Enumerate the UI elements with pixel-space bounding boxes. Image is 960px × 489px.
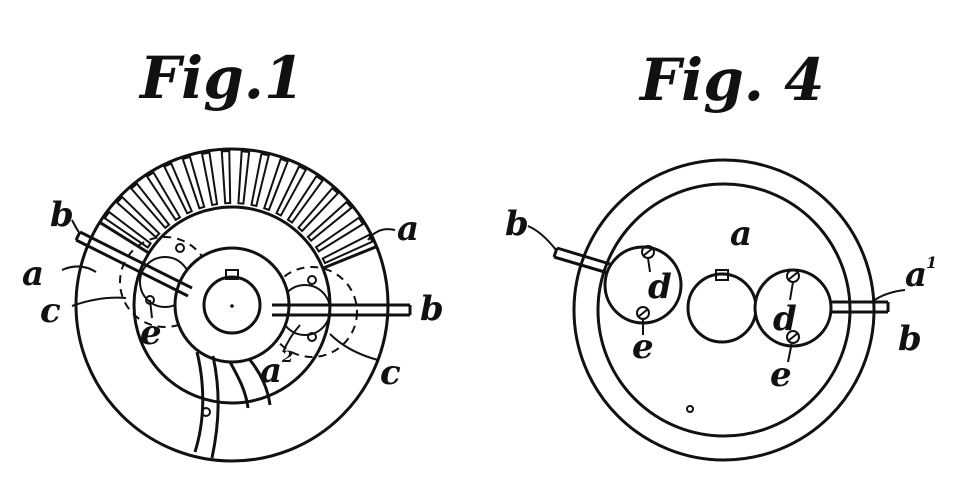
fig4-label-b-right: b	[898, 319, 922, 359]
fan-vane-11	[275, 165, 308, 217]
fig1-keyway	[225, 269, 239, 280]
fig4-center-bore	[686, 272, 758, 344]
fig1-support-arm-right	[228, 359, 272, 409]
fan-vane-10	[262, 157, 290, 212]
fig1-hub-center-dot	[230, 304, 234, 308]
fig1-leader-e	[149, 299, 153, 319]
fan-vane-4	[163, 162, 194, 215]
fig1-label-c-right: c	[380, 353, 401, 393]
figure-1: Fig.1	[22, 44, 444, 463]
fig1-pivot-dot	[201, 407, 211, 417]
fig4-label-e-right: e	[770, 355, 792, 395]
fig1-leader-c-right	[329, 333, 379, 361]
fig1-bolt-4	[307, 332, 317, 342]
fig1-label-a-right: a	[397, 209, 419, 249]
fig4-leader-a1	[869, 289, 906, 304]
fig4-label-a1: a	[905, 255, 927, 295]
fan-vane-12	[286, 174, 325, 224]
figure-4-title: Fig. 4	[638, 46, 825, 114]
fig4-outer-ring	[572, 158, 876, 462]
fig1-vane-fan	[98, 149, 378, 270]
fig4-screw-4	[786, 330, 800, 344]
fig1-hub-bore	[202, 275, 262, 335]
fig1-label-b-right: b	[420, 289, 444, 329]
fig4-label-d-right: d	[773, 299, 797, 339]
fig4-small-hole	[686, 405, 694, 413]
fan-boundary-1	[322, 245, 378, 270]
fan-vane-13	[297, 186, 340, 233]
fig1-label-a-left: a	[22, 254, 44, 294]
fig4-label-a1-superscript: 1	[926, 253, 937, 272]
fig4-label-b-left: b	[505, 204, 529, 244]
fan-vane-3	[145, 171, 182, 222]
fig1-label-a2-superscript: 2	[281, 347, 293, 366]
fig4-label-d-left: d	[648, 267, 672, 307]
fig1-leader-c-left	[71, 296, 127, 307]
fan-vane-7	[220, 149, 232, 205]
fan-vane-15	[314, 216, 365, 253]
fig1-label-a2: a	[260, 351, 282, 391]
fig1-support-arm	[193, 351, 220, 459]
fan-boundary-0	[98, 221, 150, 255]
figure-1-title: Fig.1	[138, 44, 304, 112]
fan-vane-6	[200, 151, 219, 207]
fig4-inner-ring	[596, 182, 852, 438]
figure-4: Fig. 4	[505, 46, 937, 462]
fan-vane-0	[103, 210, 153, 249]
fan-vane-5	[181, 155, 206, 210]
fan-vane-14	[306, 200, 353, 243]
fan-vane-1	[115, 195, 161, 239]
fig1-label-e: e	[140, 313, 162, 353]
fig4-label-a-center: a	[730, 214, 752, 254]
fig1-label-c-left: c	[40, 291, 61, 331]
fig1-leader-a2	[282, 324, 301, 353]
fig1-rod-right	[272, 303, 412, 317]
fig1-leader-a-left	[61, 265, 97, 273]
fan-vane-8	[237, 150, 251, 205]
fan-vane-9	[250, 152, 270, 208]
fig1-bolt-3	[307, 275, 317, 285]
fig4-label-e-left: e	[632, 327, 654, 367]
fan-vane-2	[129, 182, 171, 230]
fig4-leader-d-right	[789, 281, 794, 301]
fig4-leader-b-left	[527, 225, 557, 251]
fig1-bolt-1	[175, 243, 185, 253]
fig1-leader-a-right	[367, 228, 396, 241]
fan-vane-16	[321, 233, 374, 265]
fig4-leader-d-left	[647, 257, 651, 273]
fig1-label-b-upper: b	[50, 195, 74, 235]
fig4-leader-e-right	[787, 341, 793, 363]
fig4-rod-right	[831, 300, 890, 314]
fig1-leader-b-upper	[71, 219, 81, 235]
fig4-keyway	[715, 269, 729, 281]
